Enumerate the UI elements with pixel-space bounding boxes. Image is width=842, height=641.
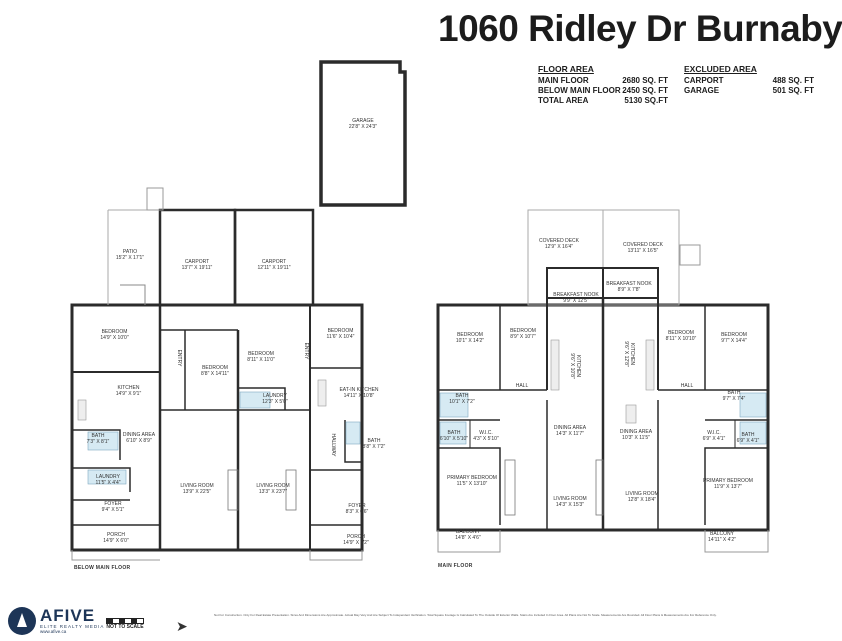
scale-label: NOT TO SCALE (106, 624, 144, 630)
page-title: 1060 Ridley Dr Burnaby (438, 8, 842, 49)
below-main-floor-caption: BELOW MAIN FLOOR (74, 565, 131, 571)
brand-name: AFIVE (40, 606, 96, 625)
floor-area-heading: FLOOR AREA (538, 64, 594, 74)
room-label: HALLWAY (330, 433, 336, 457)
brand-website: www.afive.ca (40, 629, 67, 634)
room-label: W.I.C.6'9" X 4'1" (702, 430, 726, 442)
scale-indicator: NOT TO SCALE (106, 616, 144, 630)
room-label: ENTRY (303, 342, 309, 360)
room-label: ENTRY (176, 349, 182, 367)
scale-bar-icon (106, 618, 144, 624)
room-label: HALL (680, 383, 694, 389)
afive-logo-icon (8, 607, 36, 635)
room-label: W.I.C.4'3" X 5'10" (473, 430, 499, 442)
compass-icon: ➤ (176, 618, 188, 634)
room-label: HALL (515, 383, 529, 389)
brand-subtitle: ELITE REALTY MEDIA (40, 624, 105, 629)
brand-logo: AFIVE ELITE REALTY MEDIA www.afive.ca (8, 607, 104, 635)
excluded-area-heading: EXCLUDED AREA (684, 64, 757, 74)
main-floor-caption: MAIN FLOOR (438, 563, 473, 569)
disclaimer-text: Not For Construction. Only For Real Esta… (214, 613, 717, 617)
